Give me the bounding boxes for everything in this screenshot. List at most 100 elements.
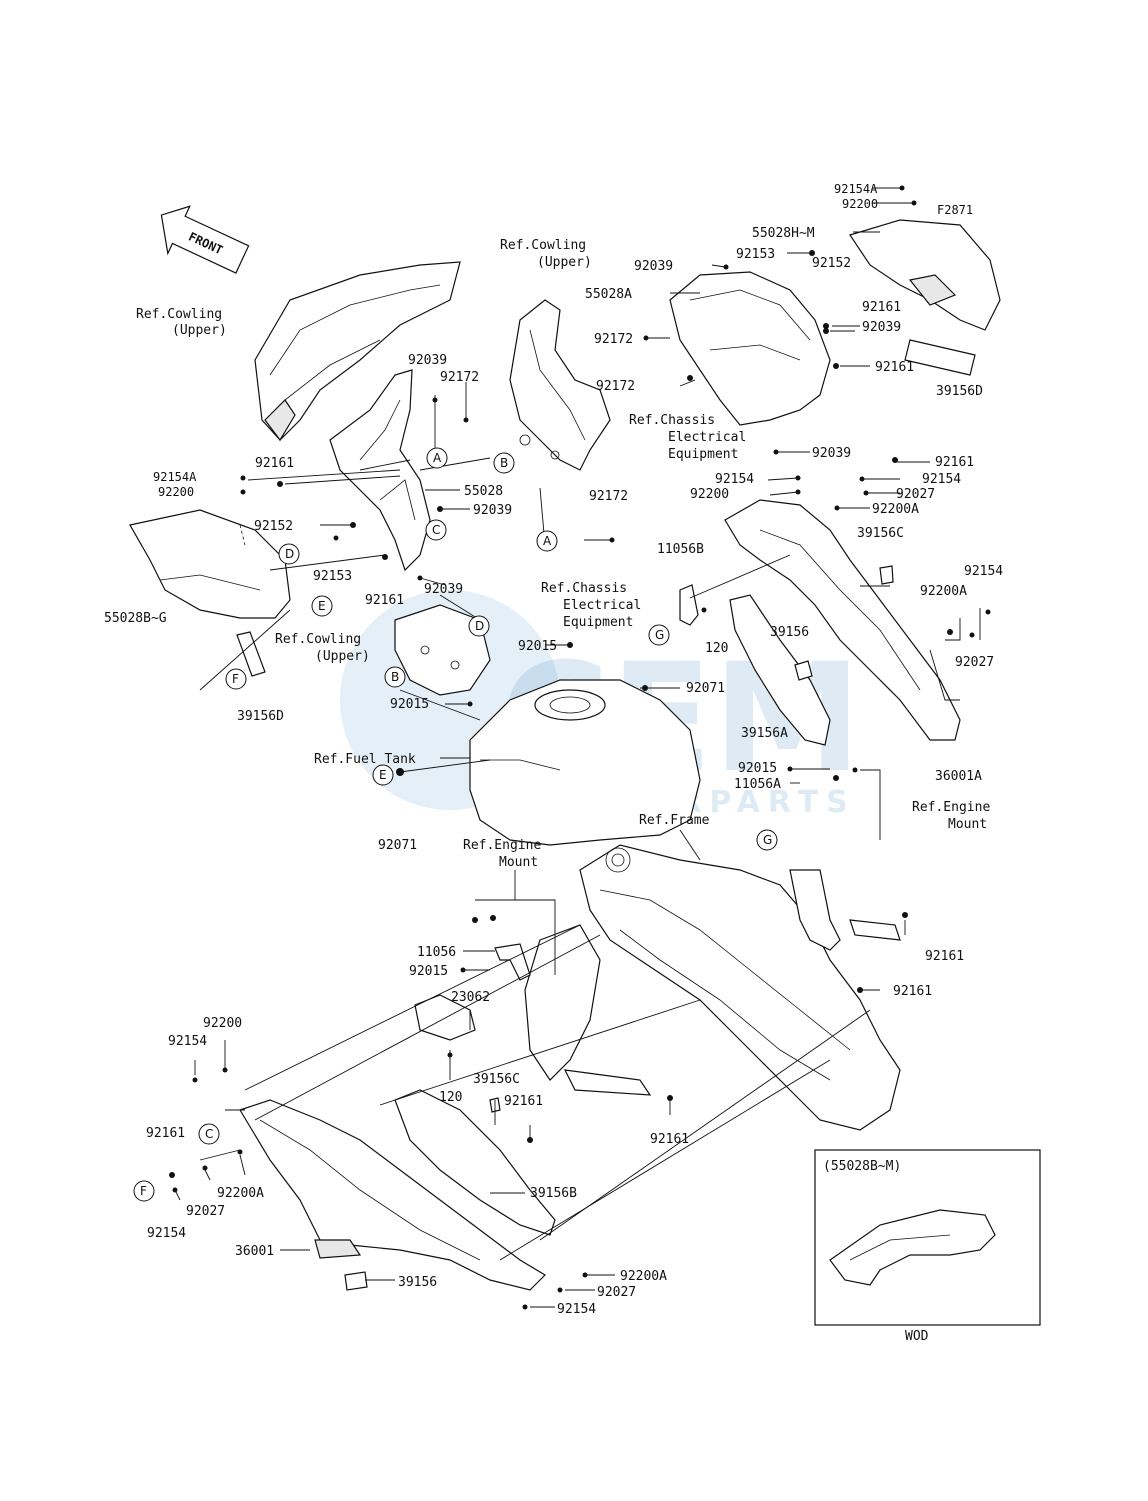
ref-cowling-upper-left-sub: (Upper) (172, 323, 227, 338)
part-label: 92153 (736, 247, 775, 262)
upper-cowling-ref-left (254, 261, 461, 442)
callout-g-frame: G (756, 829, 778, 851)
svg-text:D: D (285, 547, 294, 561)
callout-a-mid: A (536, 530, 558, 552)
upper-bracket-ref (509, 299, 611, 471)
ref-cowling-upper-left: Ref.Cowling (136, 307, 222, 322)
part-label: 92200 (842, 197, 878, 211)
part-label: 92152 (254, 519, 293, 534)
part-label: 55028H~M (752, 226, 815, 241)
part-label: 92154 (922, 472, 961, 487)
svg-text:G: G (763, 833, 772, 847)
frame-ref (524, 844, 901, 1131)
part-label: 92015 (518, 639, 557, 654)
part-label: 92200 (690, 487, 729, 502)
part-label: 92154 (557, 1302, 596, 1317)
ref-engine-mount-left-sub: Mount (499, 855, 538, 870)
part-label: 36001 (235, 1244, 274, 1259)
part-label: 92200A (217, 1186, 264, 1201)
inner-panel-55028 (329, 369, 431, 572)
part-label: 92172 (440, 370, 479, 385)
ref-cowling-upper-top: Ref.Cowling (500, 238, 586, 253)
callout-d-mid: D (468, 615, 490, 637)
ref-chassis-top: Ref.Chassis (629, 413, 715, 428)
svg-text:C: C (432, 523, 440, 537)
cowl-55028H-M (849, 219, 1001, 331)
part-label: 92200A (620, 1269, 667, 1284)
part-label: 39156B (530, 1186, 577, 1201)
part-label: 92154A (153, 470, 197, 484)
strip-39156D-right (904, 339, 976, 376)
part-label: 92161 (862, 300, 901, 315)
part-label: 11056 (417, 945, 456, 960)
part-label: 92154 (715, 472, 754, 487)
svg-text:C: C (205, 1127, 213, 1141)
inner-panel-36001A (724, 499, 961, 741)
part-label: 92027 (955, 655, 994, 670)
part-label: 55028A (585, 287, 632, 302)
side-cowl-55028B-G (129, 509, 291, 619)
fastener-dots (169, 185, 991, 1310)
part-label: 92071 (378, 838, 417, 853)
ref-fuel-tank: Ref.Fuel Tank (314, 752, 416, 767)
front-arrow-icon: FRONT (160, 205, 250, 274)
bracket-11056 (494, 943, 531, 981)
svg-text:F: F (232, 672, 239, 686)
part-label: 92015 (409, 964, 448, 979)
part-label: 92154 (168, 1034, 207, 1049)
part-label: 92154 (964, 564, 1003, 579)
part-label: 39156D (237, 709, 284, 724)
part-label: 92172 (596, 379, 635, 394)
part-label: 92200A (872, 502, 919, 517)
svg-text:A: A (433, 451, 442, 465)
part-label: 92027 (896, 487, 935, 502)
part-label: 92161 (365, 593, 404, 608)
part-label: 92071 (686, 681, 725, 696)
ref-engine-mount-left: Ref.Engine (463, 838, 541, 853)
ref-frame: Ref.Frame (639, 813, 710, 828)
strip-39156-bottom (344, 1271, 368, 1291)
strip-39156C (879, 565, 894, 585)
svg-text:D: D (475, 619, 484, 633)
strip-39156D-left (236, 631, 266, 677)
ref-chassis-top-sub2: Equipment (668, 447, 738, 462)
part-label: 23062 (451, 990, 490, 1005)
part-label: 92152 (812, 256, 851, 271)
part-label: 36001A (935, 769, 982, 784)
part-label: 92154A (834, 182, 878, 196)
part-label: 92161 (255, 456, 294, 471)
ref-cowling-upper-mid: Ref.Cowling (275, 632, 361, 647)
part-label: 39156D (936, 384, 983, 399)
part-label: 92015 (738, 761, 777, 776)
part-label: 92039 (634, 259, 673, 274)
callout-d-top: D (278, 543, 300, 565)
part-label: 92200 (203, 1016, 242, 1031)
strip-39156 (794, 660, 813, 681)
part-label: 92027 (186, 1204, 225, 1219)
svg-text:A: A (543, 534, 552, 548)
callout-b-top: B (493, 452, 515, 474)
part-label: F2871 (937, 203, 973, 217)
callout-f-bottom: F (133, 1180, 155, 1202)
part-label: 92154 (147, 1226, 186, 1241)
panel-39156B (394, 1089, 556, 1236)
inset-caption: WOD (905, 1329, 929, 1344)
svg-text:B: B (500, 456, 508, 470)
ref-engine-mount-right: Ref.Engine (912, 800, 990, 815)
inset-panel: (55028B~M) (814, 1149, 1041, 1326)
callout-f-top: F (225, 668, 247, 690)
callout-c-top: C (425, 519, 447, 541)
svg-text:G: G (655, 628, 664, 642)
ref-chassis-top-sub: Electrical (668, 430, 746, 445)
ref-engine-mount-right-sub: Mount (948, 817, 987, 832)
callout-a-top: A (426, 447, 448, 469)
part-label: 92172 (594, 332, 633, 347)
lower-cowl-36001 (239, 1099, 546, 1291)
part-label: 92039 (812, 446, 851, 461)
svg-text:F: F (140, 1184, 147, 1198)
callout-c-bottom: C (198, 1123, 220, 1145)
inset-cowl-shape (829, 1209, 996, 1286)
part-label: 11056B (657, 542, 704, 557)
panel-39156A (729, 594, 831, 746)
